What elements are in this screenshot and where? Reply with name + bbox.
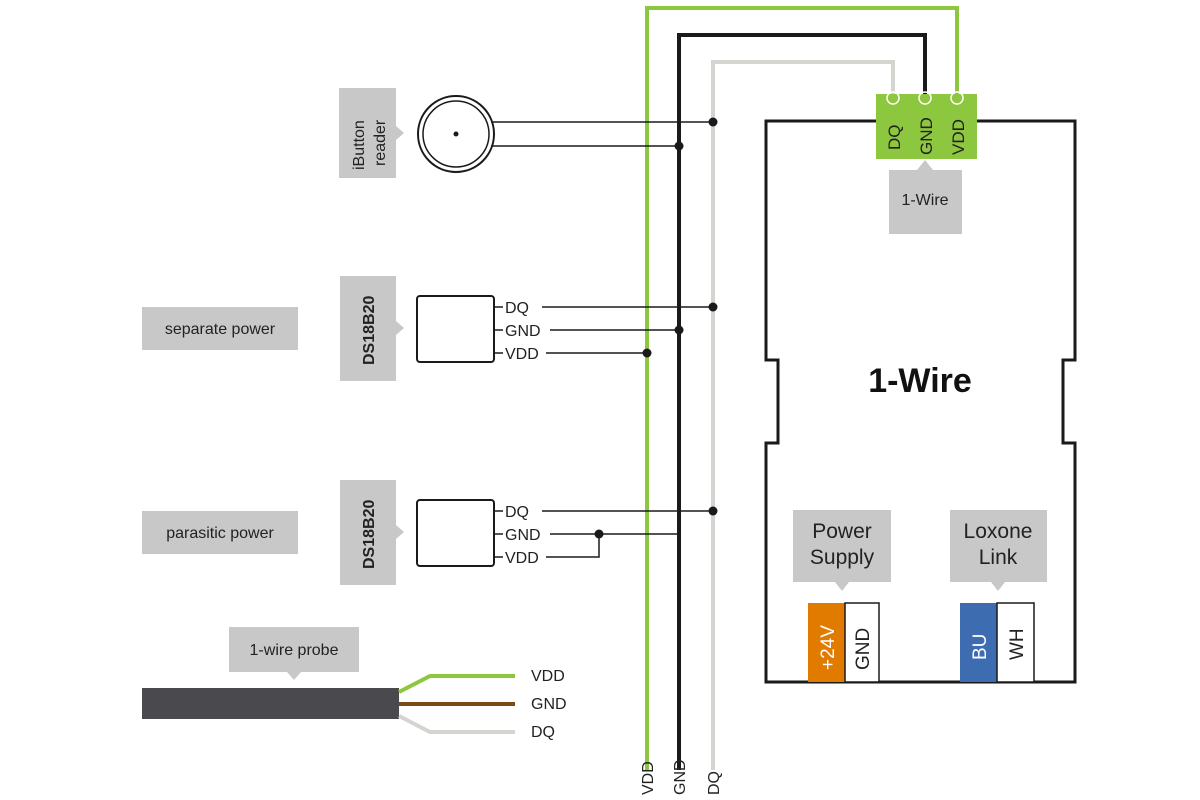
terminal-power-gnd: GND (853, 628, 874, 670)
parasitic-power-label: parasitic power (166, 525, 274, 542)
separate-power-label: separate power (165, 321, 276, 338)
separate-pin-gnd: GND (505, 323, 541, 340)
terminal-gnd: GND (917, 117, 936, 155)
terminal-block: DQ GND VDD (876, 91, 977, 159)
parasitic-sensor-body (416, 499, 495, 567)
ibutton-reader: iButton reader (339, 88, 718, 178)
terminal-caption: 1-Wire (889, 160, 962, 234)
loxone-link-line2: Link (979, 546, 1018, 569)
power-supply-label: Power Supply (793, 510, 891, 591)
probe-wire-label-vdd: VDD (531, 668, 565, 685)
bus-label-vdd: VDD (640, 761, 657, 795)
bus-wires (645, 6, 959, 770)
probe-label: 1-wire probe (250, 642, 339, 659)
parasitic-ds18b20-tag: DS18B20 (361, 500, 378, 569)
bus-label-dq: DQ (706, 771, 723, 795)
bus-wire-dq (711, 60, 895, 770)
probe-wire-vdd (398, 674, 515, 694)
bus-wire-vdd (645, 6, 959, 770)
separate-ds18b20-tag: DS18B20 (361, 296, 378, 365)
ibutton-label-line2: reader (372, 119, 389, 166)
terminal-dq: DQ (885, 125, 904, 151)
power-supply-line2: Supply (810, 546, 875, 569)
terminal-vdd: VDD (949, 119, 968, 155)
terminal-caption-text: 1-Wire (901, 192, 948, 209)
probe-wire-label-gnd: GND (531, 696, 567, 713)
parasitic-pin-gnd: GND (505, 527, 541, 544)
bus-labels: VDD GND DQ (640, 759, 723, 795)
ds18b20-parasitic: parasitic power DS18B20 DQ GND VDD (142, 480, 718, 585)
link-terminals: BU WH (960, 602, 1035, 683)
probe-cable (142, 688, 399, 719)
power-supply-line1: Power (812, 520, 872, 543)
parasitic-pin-vdd: VDD (505, 550, 539, 567)
loxone-link-label: Loxone Link (950, 510, 1047, 591)
probe-wire-label-dq: DQ (531, 724, 555, 741)
ibutton-label-line1: iButton (351, 120, 368, 170)
module-title: 1-Wire (868, 362, 972, 400)
ds18b20-separate: separate power DS18B20 DQ GND VDD (142, 276, 718, 381)
terminal-bu: BU (970, 634, 991, 660)
parasitic-pin-dq: DQ (505, 504, 529, 521)
bus-wire-gnd (677, 33, 927, 770)
power-terminals: +24V GND (808, 602, 880, 683)
ibutton-center-dot (453, 131, 459, 137)
loxone-link-line1: Loxone (964, 520, 1033, 543)
probe: 1-wire probe VDD GND DQ (142, 627, 567, 741)
separate-pin-dq: DQ (505, 300, 529, 317)
separate-sensor-body (416, 295, 495, 363)
terminal-plus24v: +24V (818, 625, 839, 670)
terminal-wh: WH (1007, 628, 1028, 660)
bus-label-gnd: GND (672, 759, 689, 795)
separate-pin-vdd: VDD (505, 346, 539, 363)
probe-wire-dq (398, 714, 515, 734)
